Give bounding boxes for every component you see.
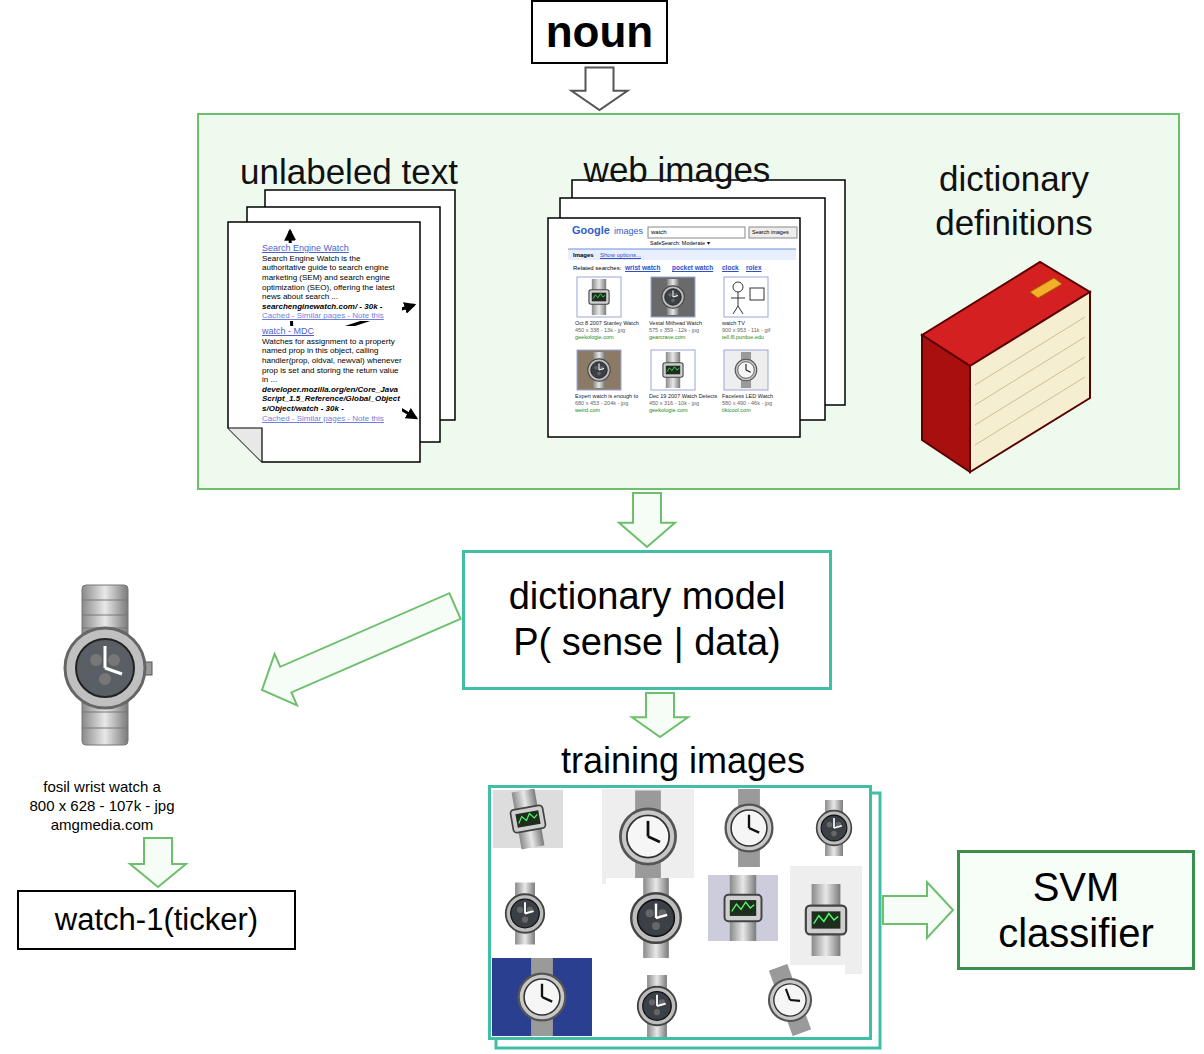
watch-photo [65, 585, 152, 745]
text-label: Expert watch is enough to [575, 393, 638, 400]
text-label: Faceless LED Watch [722, 393, 773, 400]
text-label: 680 x 453 - 204k - jpg [575, 400, 628, 407]
text-label: rolex [746, 264, 762, 271]
text-label: searchenginewatch.com/ - 30k - [262, 302, 402, 312]
text-label: 450 x 338 - 13k - jpg [575, 327, 625, 334]
node-text: watch-1(ticker) [55, 902, 258, 938]
node-text: dictionary model [509, 574, 786, 620]
text-pages [228, 190, 455, 462]
node-text: dictionary definitions [914, 157, 1114, 245]
text-label: weird.com [575, 407, 600, 414]
text-label: gearcrave.com [649, 334, 685, 341]
text-label: watch - MDC [262, 326, 402, 337]
block-arrow [619, 493, 675, 547]
block-arrow [883, 882, 953, 938]
node-text: web images [577, 148, 777, 192]
node-text: P( sense | data) [513, 620, 781, 666]
text-label: wrist watch [625, 264, 660, 271]
text-label: clock [722, 264, 739, 271]
text-label: Search images [752, 229, 789, 235]
text-label: 800 x 628 - 107k - jpg [12, 797, 192, 816]
node-text: training images [513, 740, 853, 781]
text-label: SafeSearch: Moderate ▾ [650, 240, 710, 246]
block-arrow [572, 67, 628, 110]
text-label: amgmedia.com [12, 816, 192, 835]
text-label: watch TV [722, 320, 745, 327]
hollow-arrow [130, 838, 186, 887]
panel-ground [197, 113, 1180, 490]
text-label: Show options... [600, 252, 641, 259]
text-label: Vestal Mithead Watch [649, 320, 702, 327]
image-caption: fosil wrist watch a800 x 628 - 107k - jp… [12, 778, 192, 834]
text-label: 900 x 953 - 11k - gif [722, 327, 770, 334]
web-image-pages [548, 180, 845, 437]
text-label: Cached - Similar pages - Note this [262, 414, 402, 424]
text-label: Related searches: [573, 265, 621, 272]
text-label: tell.fll.purdue.edu [722, 334, 764, 341]
input-box: noun [531, 0, 668, 64]
text-label: 575 x 359 - 12k - jpg [649, 327, 699, 334]
text-label: Search Engine Watch [262, 243, 402, 254]
image-frame: training images [488, 785, 872, 1040]
block-arrow [632, 693, 688, 737]
text-label: Watches for assignment to a property nam… [262, 337, 402, 385]
text-label: Oct 8 2007 Stanley Watch [575, 320, 639, 327]
classifier-box: SVM classifier [957, 850, 1195, 970]
text-label: Google [572, 224, 610, 237]
text-label: images [614, 226, 643, 236]
output-box: watch-1(ticker) [17, 890, 296, 950]
text-label: watch [651, 229, 667, 236]
text-label: Dec 19 2007 Watch Detects [649, 393, 717, 400]
node-text: noun [546, 8, 654, 56]
text-label: Images [573, 252, 594, 259]
text-label: 450 x 316 - 10k - jpg [649, 400, 699, 407]
text-label: geekologie.com [575, 334, 614, 341]
text-label: pocket watch [672, 264, 713, 271]
text-label: geekologie.com [649, 407, 688, 414]
text-label: fosil wrist watch a [12, 778, 192, 797]
book [922, 262, 1090, 472]
text-label: Cached - Similar pages - Note this [262, 311, 402, 321]
text-label: Search Engine Watch is the authoritative… [262, 254, 402, 302]
node-text: unlabeled text [224, 150, 474, 194]
node-text: SVM classifier [972, 864, 1180, 956]
training-thumbnails [488, 785, 880, 1048]
text-label: 580 x 490 - 46k - jpg [722, 400, 772, 407]
hollow-arrow [262, 593, 461, 705]
document-text: Search Engine WatchSearch Engine Watch i… [262, 243, 402, 423]
text-label: tikicool.com [722, 407, 751, 414]
text-label: developer.mozilla.org/en/Core_JavaScript… [262, 385, 402, 414]
model-box: dictionary modelP( sense | data) [462, 550, 832, 690]
